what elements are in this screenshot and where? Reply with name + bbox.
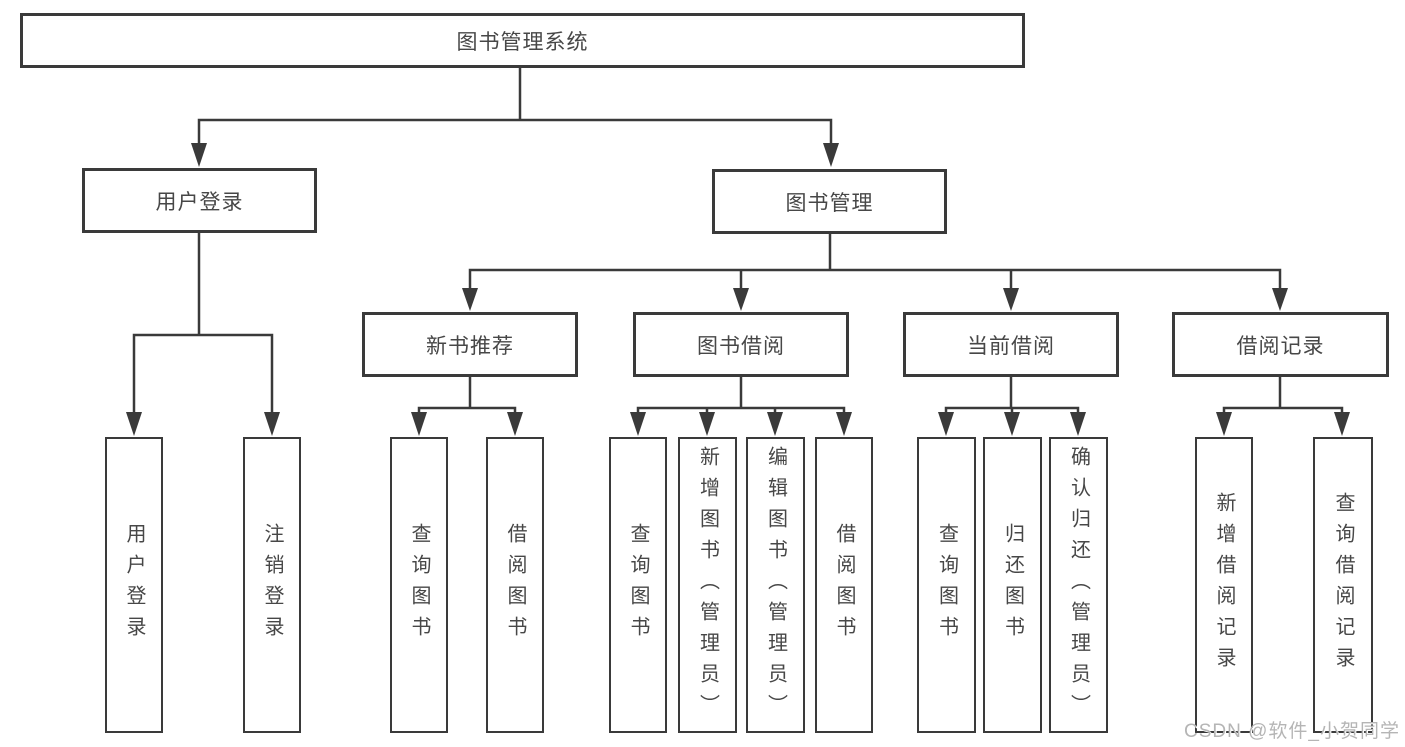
leaf-user-login-label: 用户登录 xyxy=(123,523,145,647)
node-user-login: 用户登录 xyxy=(82,168,317,233)
leaf-add-books-admin: 新增图书（管理员） xyxy=(678,437,737,733)
leaf-add-books-admin-label: 新增图书（管理员） xyxy=(696,445,719,725)
node-current-borrow: 当前借阅 xyxy=(903,312,1119,377)
leaf-return-books-label: 归还图书 xyxy=(1001,523,1024,647)
leaf-query-books-2-label: 查询图书 xyxy=(627,523,649,647)
leaf-query-books-3-label: 查询图书 xyxy=(935,523,958,647)
node-new-book-recommend-label: 新书推荐 xyxy=(426,334,514,358)
node-user-login-label: 用户登录 xyxy=(155,190,244,214)
node-new-book-recommend: 新书推荐 xyxy=(362,312,578,377)
leaf-query-borrow-record-label: 查询借阅记录 xyxy=(1332,492,1354,678)
leaf-query-books-2: 查询图书 xyxy=(609,437,667,733)
leaf-borrow-books-2-label: 借阅图书 xyxy=(833,523,855,647)
leaf-query-books-1-label: 查询图书 xyxy=(408,523,430,647)
leaf-user-login: 用户登录 xyxy=(105,437,163,733)
node-book-borrow: 图书借阅 xyxy=(633,312,849,377)
node-current-borrow-label: 当前借阅 xyxy=(967,334,1055,358)
node-book-borrow-label: 图书借阅 xyxy=(697,334,785,358)
leaf-logout-label: 注销登录 xyxy=(261,523,283,647)
leaf-query-books-1: 查询图书 xyxy=(390,437,448,733)
leaf-edit-books-admin: 编辑图书（管理员） xyxy=(746,437,805,733)
leaf-logout: 注销登录 xyxy=(243,437,301,733)
leaf-borrow-books-2: 借阅图书 xyxy=(815,437,873,733)
leaf-confirm-return-admin: 确认归还（管理员） xyxy=(1049,437,1108,733)
leaf-query-borrow-record: 查询借阅记录 xyxy=(1313,437,1373,733)
leaf-edit-books-admin-label: 编辑图书（管理员） xyxy=(764,445,787,725)
connector-paths xyxy=(132,68,1344,417)
leaf-add-borrow-record: 新增借阅记录 xyxy=(1195,437,1253,733)
node-borrow-records-label: 借阅记录 xyxy=(1236,334,1325,358)
leaf-borrow-books-1: 借阅图书 xyxy=(486,437,544,733)
node-root-label: 图书管理系统 xyxy=(456,30,589,54)
leaf-return-books: 归还图书 xyxy=(983,437,1042,733)
leaf-query-books-3: 查询图书 xyxy=(917,437,976,733)
leaf-add-borrow-record-label: 新增借阅记录 xyxy=(1213,492,1235,678)
node-book-management-label: 图书管理 xyxy=(785,191,874,215)
node-book-management: 图书管理 xyxy=(712,169,947,234)
arrowhead-icons xyxy=(126,143,1350,436)
node-borrow-records: 借阅记录 xyxy=(1172,312,1389,377)
node-root: 图书管理系统 xyxy=(20,13,1025,68)
leaf-borrow-books-1-label: 借阅图书 xyxy=(504,523,526,647)
csdn-watermark: CSDN @软件_小贺同学 xyxy=(1184,721,1400,742)
leaf-confirm-return-admin-label: 确认归还（管理员） xyxy=(1067,445,1090,725)
